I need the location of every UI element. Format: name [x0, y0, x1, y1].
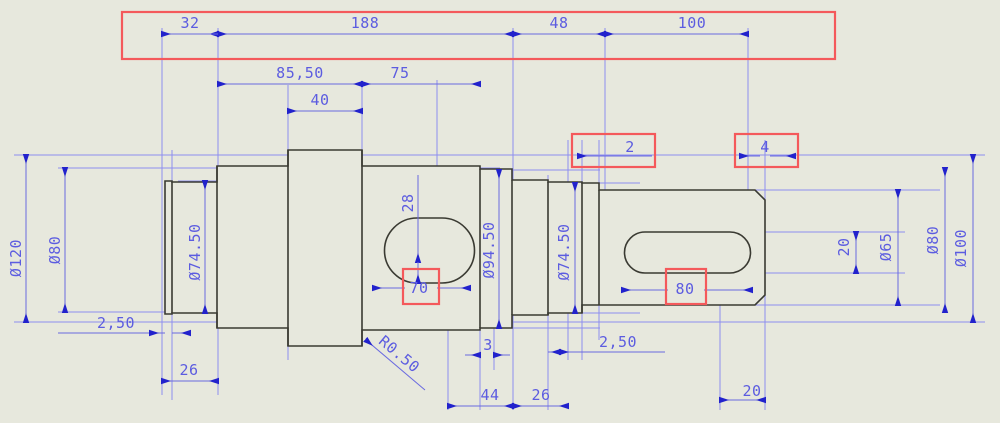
- dim-20-right: 20: [835, 237, 853, 256]
- second-tier-dimensions: 85,50 75 40: [217, 64, 481, 115]
- dim-dia-74-50-mid: Ø74.50: [555, 223, 573, 280]
- highlighted-dimension-4[interactable]: 4: [733, 132, 800, 169]
- dim-26-mid: 26: [531, 386, 550, 404]
- dim-dia-74-50-left: Ø74.50: [186, 223, 204, 280]
- dim-2-50-right: 2,50: [599, 333, 637, 351]
- dim-4: 4: [760, 138, 770, 156]
- highlighted-dimension-80[interactable]: 80: [621, 267, 753, 306]
- right-vertical-dimensions: 20 Ø65 Ø80 Ø100: [835, 154, 977, 323]
- left-vertical-dimensions: Ø120 Ø80 Ø74.50: [7, 154, 209, 323]
- dim-dia-65: Ø65: [877, 233, 895, 262]
- dim-85-50: 85,50: [276, 64, 324, 82]
- keyway-slots: [383, 217, 752, 284]
- dim-2-50-left: 2,50: [97, 314, 135, 332]
- dim-26-left: 26: [179, 361, 198, 379]
- top-dimension-chain: 32 188 48 100: [161, 14, 749, 38]
- dim-32: 32: [180, 14, 199, 32]
- dim-48: 48: [549, 14, 568, 32]
- dim-3: 3: [483, 336, 493, 354]
- dim-80: 80: [675, 280, 694, 298]
- highlight-box-top-chain: [120, 10, 837, 61]
- dim-70: 70: [409, 279, 428, 297]
- radius-leader-r050: R0.50: [363, 332, 426, 391]
- dim-dia-80-right: Ø80: [924, 226, 942, 255]
- highlighted-dimension-70[interactable]: 70: [372, 267, 471, 306]
- highlight-box-80: [664, 267, 708, 306]
- dim-2: 2: [625, 138, 635, 156]
- highlight-box-4: [733, 132, 800, 169]
- dim-188: 188: [351, 14, 380, 32]
- dim-dia-120: Ø120: [7, 239, 25, 277]
- dim-100: 100: [678, 14, 707, 32]
- dim-dia-100: Ø100: [952, 229, 970, 267]
- dim-28: 28: [399, 193, 417, 212]
- dim-dia-94-50: Ø94.50: [480, 221, 498, 278]
- highlight-box-70: [401, 267, 441, 306]
- dim-dia-80-left: Ø80: [46, 236, 64, 265]
- highlighted-dimension-2[interactable]: 2: [570, 132, 657, 169]
- dim-75: 75: [390, 64, 409, 82]
- dim-40: 40: [310, 91, 329, 109]
- dim-20-bottom: 20: [742, 382, 761, 400]
- dim-44: 44: [480, 386, 499, 404]
- middle-vertical-dimensions: 28 Ø94.50 Ø74.50: [399, 169, 579, 329]
- highlight-box-2: [570, 132, 657, 169]
